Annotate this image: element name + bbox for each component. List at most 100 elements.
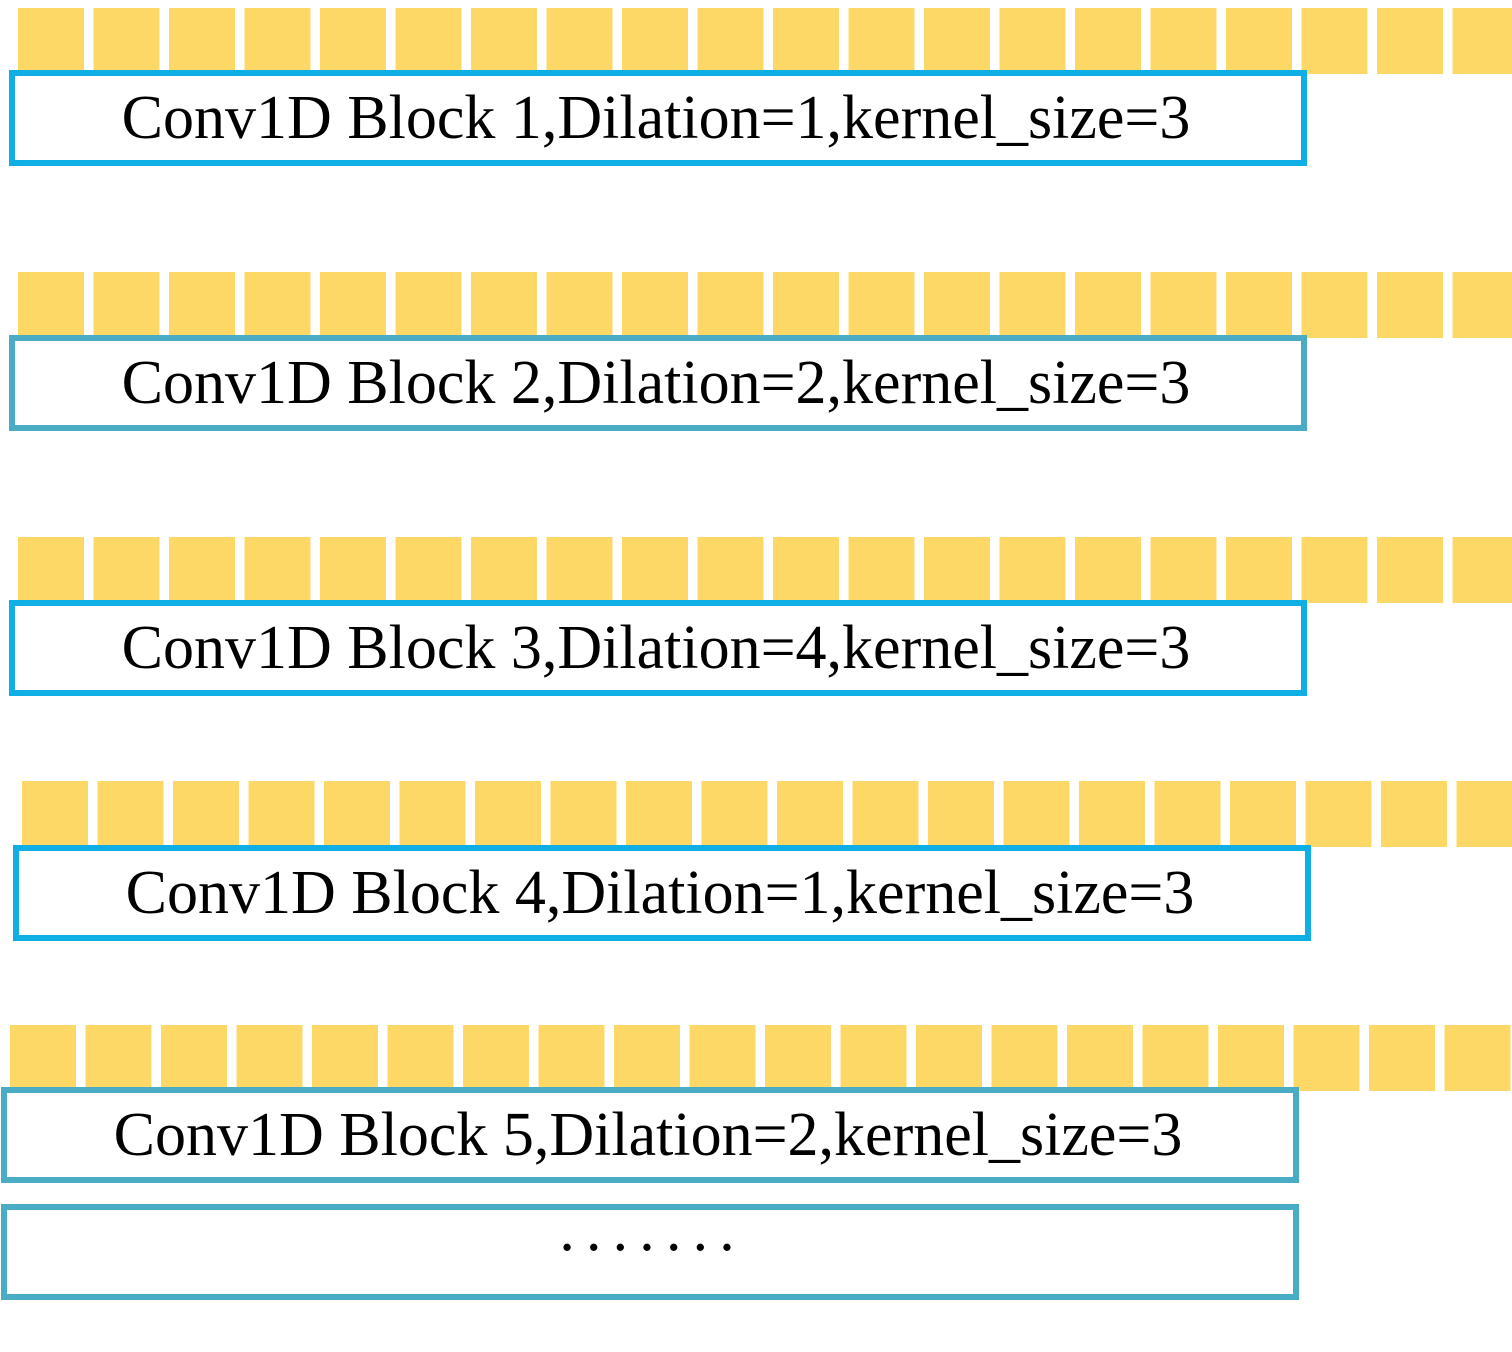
feature-cell	[18, 8, 84, 74]
feature-cell	[324, 781, 390, 847]
feature-cell	[991, 1025, 1058, 1091]
conv-block-box	[9, 335, 1307, 431]
feature-cell	[550, 781, 617, 847]
feature-cell	[773, 272, 839, 338]
feature-cell	[1226, 8, 1292, 74]
feature-cell	[1305, 781, 1372, 847]
feature-cell	[244, 8, 311, 74]
feature-cell	[173, 781, 239, 847]
feature-cell	[1075, 8, 1141, 74]
continuation-block: ·······	[1, 1204, 1299, 1300]
feature-cell	[1075, 537, 1141, 603]
feature-cell	[1377, 272, 1443, 338]
feature-cell	[320, 537, 386, 603]
feature-cell	[1003, 781, 1070, 847]
feature-cell	[773, 8, 839, 74]
feature-cell	[848, 272, 915, 338]
feature-cell	[161, 1025, 227, 1091]
feature-cell	[1142, 1025, 1209, 1091]
feature-cell	[622, 272, 688, 338]
feature-cell	[244, 272, 311, 338]
feature-cell	[626, 781, 692, 847]
feature-cell	[928, 781, 994, 847]
feature-cell	[999, 272, 1066, 338]
feature-cell	[924, 8, 990, 74]
conv-block-box	[9, 600, 1307, 696]
feature-cell	[1150, 8, 1217, 74]
feature-cell	[1369, 1025, 1435, 1091]
feature-cell	[924, 537, 990, 603]
feature-cell	[848, 8, 915, 74]
feature-cell	[701, 781, 768, 847]
feature-cell	[1218, 1025, 1284, 1091]
feature-cell	[463, 1025, 529, 1091]
conv-block-label: Conv1D Block 5,Dilation=2,kernel_size=3	[114, 1101, 1183, 1169]
conv-block-box	[9, 70, 1307, 166]
feature-cell	[1226, 272, 1292, 338]
feature-cell	[697, 272, 764, 338]
feature-cell	[18, 272, 84, 338]
feature-cell	[1154, 781, 1221, 847]
feature-cell	[538, 1025, 605, 1091]
feature-cell	[169, 537, 235, 603]
conv-block-label: Conv1D Block 1,Dilation=1,kernel_size=3	[122, 84, 1191, 152]
conv-block-row-2: Conv1D Block 2,Dilation=2,kernel_size=3	[9, 272, 1512, 431]
conv-block-box	[1, 1087, 1299, 1183]
feature-cell	[1301, 272, 1368, 338]
feature-cell	[1452, 537, 1512, 603]
feature-cell	[169, 8, 235, 74]
feature-cell	[248, 781, 315, 847]
feature-cell	[1377, 8, 1443, 74]
feature-cell	[18, 537, 84, 603]
feature-cell	[1452, 8, 1512, 74]
feature-cell	[320, 8, 386, 74]
continuation-ellipsis: ·······	[557, 1214, 744, 1282]
feature-cell	[773, 537, 839, 603]
feature-cell	[614, 1025, 680, 1091]
feature-cell	[1301, 8, 1368, 74]
feature-cell	[1456, 781, 1512, 847]
conv-block-label: Conv1D Block 4,Dilation=1,kernel_size=3	[126, 859, 1195, 927]
feature-cell	[1377, 537, 1443, 603]
feature-cell	[387, 1025, 454, 1091]
feature-cell	[93, 537, 160, 603]
continuation-box	[1, 1204, 1299, 1300]
feature-cell	[85, 1025, 152, 1091]
feature-cell	[1067, 1025, 1133, 1091]
conv-block-label: Conv1D Block 3,Dilation=4,kernel_size=3	[122, 614, 1191, 682]
rows-layer: Conv1D Block 1,Dilation=1,kernel_size=3C…	[1, 8, 1512, 1183]
conv-block-row-4: Conv1D Block 4,Dilation=1,kernel_size=3	[13, 781, 1512, 941]
feature-cell	[395, 537, 462, 603]
conv-block-box	[13, 845, 1311, 941]
feature-cell	[916, 1025, 982, 1091]
feature-cell	[546, 272, 613, 338]
feature-cell	[97, 781, 164, 847]
feature-cell	[395, 272, 462, 338]
feature-cell	[765, 1025, 831, 1091]
feature-cell	[1150, 537, 1217, 603]
feature-cell	[93, 8, 160, 74]
feature-cell	[622, 8, 688, 74]
feature-cell	[475, 781, 541, 847]
conv-block-label: Conv1D Block 2,Dilation=2,kernel_size=3	[122, 349, 1191, 417]
feature-cell	[1230, 781, 1296, 847]
conv-block-row-1: Conv1D Block 1,Dilation=1,kernel_size=3	[9, 8, 1512, 166]
feature-cell	[395, 8, 462, 74]
feature-cell	[312, 1025, 378, 1091]
feature-cell	[546, 537, 613, 603]
feature-cell	[1301, 537, 1368, 603]
feature-cell	[471, 8, 537, 74]
feature-cell	[840, 1025, 907, 1091]
feature-cell	[1381, 781, 1447, 847]
feature-cell	[1444, 1025, 1511, 1091]
feature-cell	[1452, 272, 1512, 338]
feature-cell	[697, 8, 764, 74]
feature-cell	[22, 781, 88, 847]
feature-cell	[924, 272, 990, 338]
feature-cell	[471, 272, 537, 338]
conv-block-row-5: Conv1D Block 5,Dilation=2,kernel_size=3	[1, 1025, 1511, 1183]
feature-cell	[1079, 781, 1145, 847]
feature-cell	[848, 537, 915, 603]
feature-cell	[169, 272, 235, 338]
